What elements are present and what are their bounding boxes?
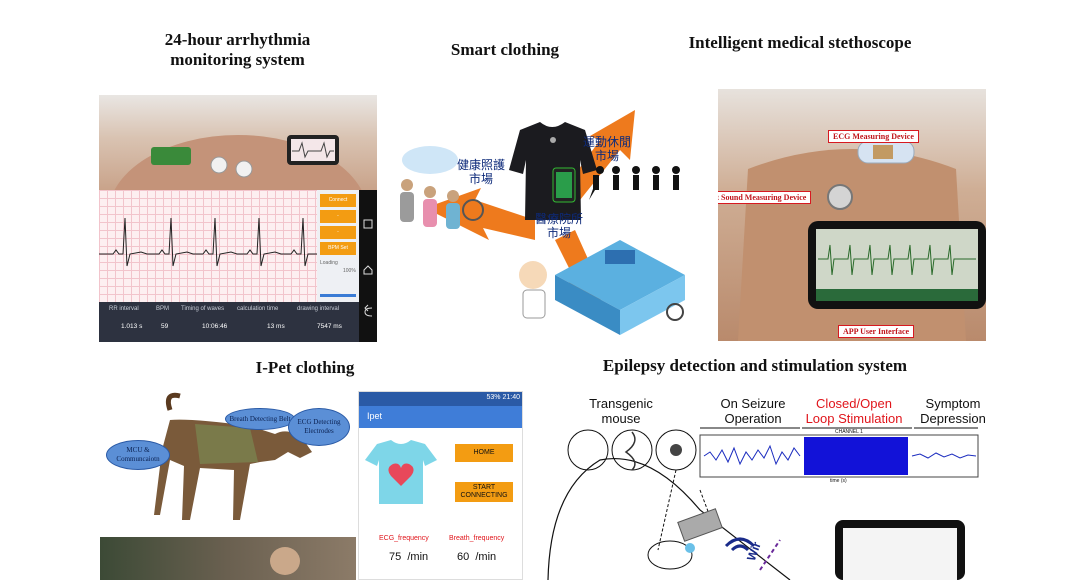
home-button[interactable]: HOME [455,444,513,462]
caregivers-icon [400,146,484,229]
smart-clothing-illustration [400,110,685,335]
bpm-set-button[interactable]: BPM Set [320,242,356,255]
home-icon [363,265,373,275]
android-nav-bar [359,190,377,342]
value-rr-interval: 1.013 s [121,323,143,330]
ipet-video-strip [100,537,356,580]
ecg-frequency-value: 75 /min [389,551,429,563]
hospital-icon [519,240,685,335]
stethoscope-title: Intelligent medical stethoscope [688,33,912,52]
header-bpm: BPM [156,306,170,312]
epilepsy-diagram: Transgenic mouse On Seizure Operation Cl… [540,380,1068,580]
torso-illustration [738,140,986,341]
stethoscope-photo: ECG Measuring Device Heart Sound Measuri… [718,89,986,341]
transgenic-mouse-label: Transgenic mouse [589,396,653,426]
ecg-electrodes-bubble: ECG Detecting Electrodes [288,408,350,446]
tshirt-heart-icon [365,440,437,504]
sports-market-label: 運動休閒 市場 [583,135,632,163]
heart-sound-device-label: Heart Sound Measuring Device [718,191,812,204]
arrhythmia-control-panel: Connect - - BPM Set Loading 100% [317,190,359,302]
chest-illustration [114,135,362,190]
app-title: Ipet [367,411,383,421]
arrhythmia-metrics-table: RR interval BPM Timing of waves calculat… [99,302,359,342]
status-time: 53% 21:40 [486,394,520,401]
arrhythmia-title-line1: 24-hour arrhythmia [164,30,311,49]
closed-loop-label: Closed/Open Loop Stimulation [805,396,903,426]
on-seizure-operation-label: On Seizure Operation [720,396,786,426]
sensor-board-icon [151,147,191,165]
value-bpm: 59 [161,323,169,330]
loading-value: 100% [343,268,356,274]
value-drawing-interval: 7547 ms [317,323,342,330]
header-drawing-interval: drawing interval [297,306,340,312]
dog-face-icon [270,547,300,575]
mcu-bubble: MCU & Communcaiotn [106,440,170,470]
recent-apps-icon [363,219,373,229]
loading-progress-bar [320,294,356,297]
epilepsy-title: Epilepsy detection and stimulation syste… [602,356,908,375]
header-timing: Timing of waves [181,306,225,312]
option-button-2[interactable]: - [320,226,356,239]
value-timing: 10:06:46 [202,323,228,330]
ecg-frequency-label: ECG_frequency [379,535,429,542]
option-button-1[interactable]: - [320,210,356,223]
eeg-signal [703,444,801,466]
ipet-title: I-Pet clothing [255,358,355,377]
stethoscope-chest-piece-icon [827,184,853,210]
breath-frequency-value: 60 /min [457,551,497,563]
runners-icon [589,166,680,200]
arrhythmia-photo [99,95,377,190]
connect-button[interactable]: Connect [320,194,356,207]
back-icon [364,304,373,317]
epilepsy-illustration [547,427,979,580]
ipet-vest-icon [195,424,258,464]
dog-illustration [154,392,312,520]
implant-device-icon [677,508,723,542]
value-calc-time: 13 ms [267,323,285,330]
loading-label: Loading [320,260,338,266]
symptom-depression-label: Symptom Depression [920,396,986,426]
arrow-left-icon [425,188,535,240]
health-care-market-label: 健康照護 市場 [457,158,506,186]
smart-clothing-title: Smart clothing [450,40,560,59]
breath-belt-bubble: Breath Detecting Belt [225,408,295,430]
arrhythmia-title-line2: monitoring system [170,50,305,69]
app-interface-label: APP User Interface [838,325,915,338]
ipet-app-screen: 53% 21:40 Ipet HOME START CONNECTING ECG… [358,391,523,580]
breath-frequency-label: Breath_frequency [449,535,505,542]
status-bar: 53% 21:40 [359,392,522,406]
dog-body-icon [154,419,312,520]
app-bar: Ipet [359,406,522,428]
wireless-icon [724,537,756,552]
arrhythmia-title: 24-hour arrhythmia monitoring system [120,30,355,70]
ipet-dog-illustration-area: MCU & Communcaiotn Breath Detecting Belt… [100,390,356,530]
smart-clothing-diagram: 健康照護 市場 運動休閒 市場 醫療院所 市場 [385,100,710,335]
hospital-market-label: 醫療院所 市場 [535,212,584,240]
start-connecting-button[interactable]: START CONNECTING [455,482,513,502]
header-calc-time: calculation time [237,306,279,312]
dna-icon [611,429,653,471]
time-axis-label: time (s) [830,478,847,484]
header-rr-interval: RR interval [109,306,139,312]
stimulation-block [804,437,908,475]
ecg-device-label: ECG Measuring Device [828,130,919,143]
channel-label: CHANNEL 1 [835,429,863,435]
ecg-chart-area [99,190,317,302]
ecg-waveform [99,217,317,267]
neuron-cell-icon [567,429,609,471]
